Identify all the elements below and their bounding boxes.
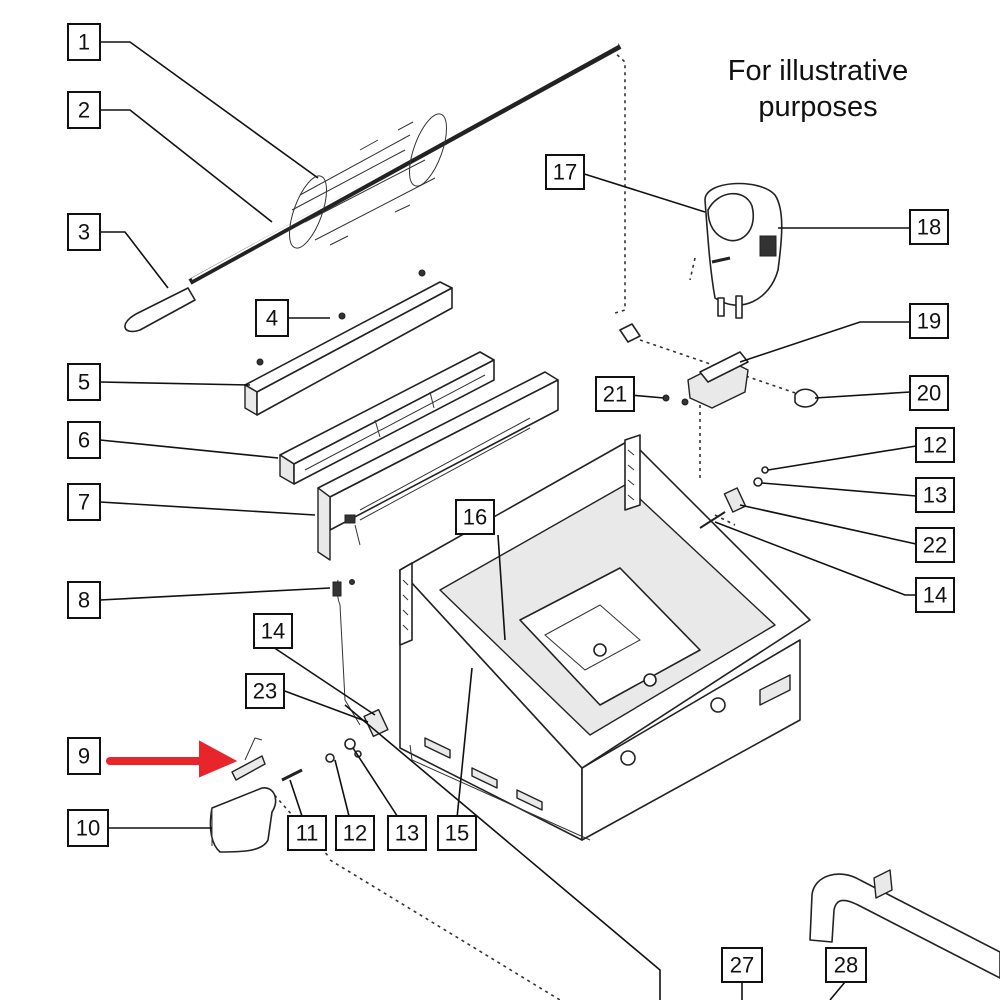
callout-13b: 13	[915, 477, 955, 513]
svg-text:12: 12	[923, 433, 947, 458]
callout-7: 7	[67, 483, 101, 521]
svg-text:28: 28	[834, 953, 858, 978]
svg-text:23: 23	[253, 679, 277, 704]
callout-10: 10	[67, 809, 109, 847]
illustrative-note: For illustrative purposes	[728, 55, 909, 123]
burner-panel	[317, 371, 559, 561]
svg-text:15: 15	[445, 821, 469, 846]
motor-bracket	[687, 351, 749, 409]
knob-cover	[209, 787, 277, 853]
callout-14b: 14	[915, 577, 955, 613]
svg-text:12: 12	[343, 821, 367, 846]
svg-text:4: 4	[266, 306, 278, 331]
svg-text:20: 20	[917, 381, 941, 406]
svg-text:21: 21	[603, 382, 627, 407]
svg-text:19: 19	[917, 309, 941, 334]
svg-text:5: 5	[78, 370, 90, 395]
svg-text:13: 13	[395, 821, 419, 846]
svg-text:8: 8	[78, 588, 90, 613]
callout-5: 5	[67, 363, 101, 401]
rail-cover	[244, 269, 453, 416]
spit-handle	[124, 287, 196, 333]
svg-text:1: 1	[78, 30, 90, 55]
callout-11: 11	[287, 815, 327, 851]
gas-pipe	[809, 869, 1000, 979]
svg-text:10: 10	[76, 816, 100, 841]
svg-text:6: 6	[78, 428, 90, 453]
callout-21: 21	[595, 376, 635, 412]
callout-17: 17	[545, 154, 585, 190]
svg-text:13: 13	[923, 483, 947, 508]
callout-22: 22	[915, 527, 955, 563]
rotisserie-spit	[188, 43, 622, 285]
knob-bracket	[231, 737, 266, 781]
svg-text:18: 18	[917, 215, 941, 240]
callout-20: 20	[909, 375, 949, 411]
svg-text:14: 14	[261, 619, 285, 644]
callout-9: 9	[67, 737, 101, 775]
callout-12a: 12	[335, 815, 375, 851]
svg-text:27: 27	[730, 953, 754, 978]
burner-housing	[279, 351, 495, 485]
svg-text:14: 14	[923, 583, 947, 608]
svg-text:7: 7	[78, 490, 90, 515]
callout-3: 3	[67, 213, 101, 251]
callout-14a: 14	[253, 613, 293, 649]
callout-28: 28	[825, 947, 867, 983]
svg-text:22: 22	[923, 533, 947, 558]
highlight-arrow	[106, 740, 238, 778]
callout-6: 6	[67, 421, 101, 459]
callout-15: 15	[437, 815, 477, 851]
note-line-2: purposes	[758, 91, 877, 123]
svg-text:11: 11	[296, 821, 319, 846]
callout-18: 18	[909, 209, 949, 245]
callout-4: 4	[255, 299, 289, 337]
callout-1: 1	[67, 23, 101, 61]
svg-text:16: 16	[463, 505, 487, 530]
svg-text:9: 9	[78, 744, 90, 769]
callout-2: 2	[67, 91, 101, 129]
callout-12b: 12	[915, 427, 955, 463]
callout-27: 27	[721, 947, 763, 983]
callout-13a: 13	[387, 815, 427, 851]
igniter-wire	[332, 579, 361, 726]
firebox	[399, 434, 811, 841]
svg-text:3: 3	[78, 220, 90, 245]
screw-11	[281, 768, 303, 782]
svg-text:2: 2	[78, 98, 90, 123]
callout-19: 19	[909, 303, 949, 339]
callout-8: 8	[67, 581, 101, 619]
rotisserie-motor	[704, 182, 783, 319]
callout-16: 16	[455, 499, 495, 535]
callout-23: 23	[245, 673, 285, 709]
svg-text:17: 17	[553, 160, 577, 185]
side-hardware	[699, 466, 769, 529]
note-line-1: For illustrative	[728, 55, 909, 87]
